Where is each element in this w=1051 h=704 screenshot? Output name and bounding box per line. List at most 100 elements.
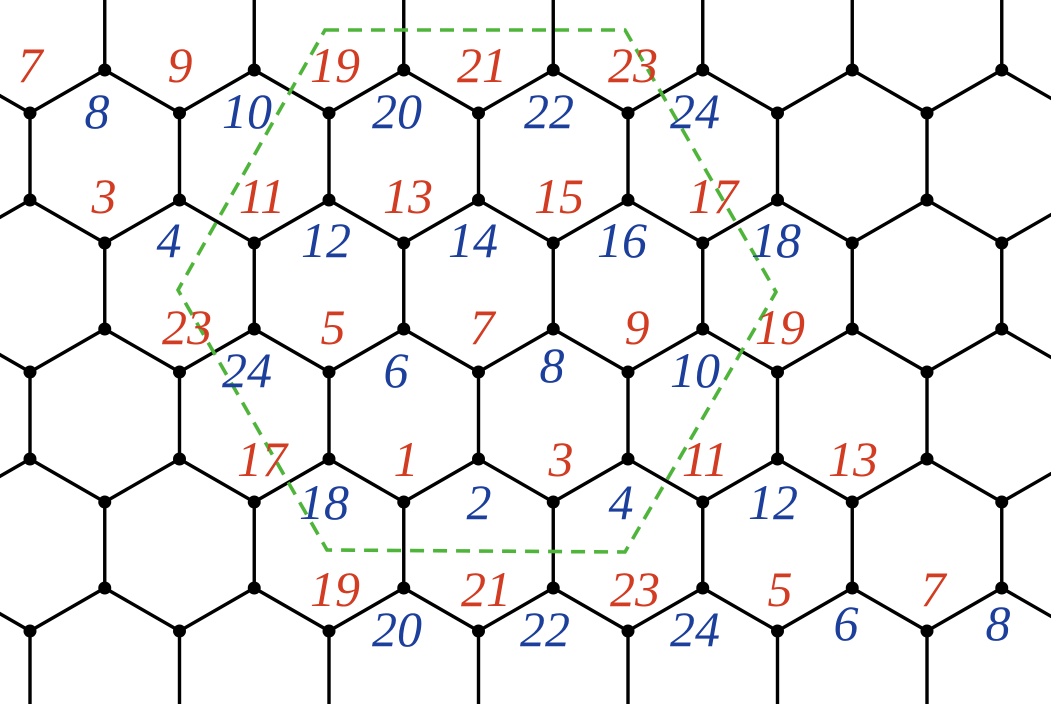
- site-label-a: 3: [91, 168, 117, 224]
- site-label-a: 19: [310, 561, 360, 617]
- lattice-edge: [402, 457, 481, 504]
- lattice-vertex: [621, 365, 635, 379]
- site-label-b: 10: [670, 342, 720, 398]
- lattice-edge: [327, 457, 406, 504]
- lattice-vertex: [696, 236, 710, 250]
- site-label-a: 23: [610, 561, 660, 617]
- lattice-vertex: [23, 365, 37, 379]
- lattice-vertex: [247, 236, 261, 250]
- site-label-b: 24: [222, 342, 272, 398]
- lattice-edge: [775, 198, 854, 245]
- lattice-vertex: [173, 193, 186, 207]
- lattice-edge: [925, 457, 1004, 504]
- lattice-vertex: [322, 624, 336, 638]
- lattice-edge: [850, 586, 929, 633]
- lattice-vertex: [247, 63, 261, 77]
- site-label-a: 1: [394, 431, 419, 487]
- lattice-edge: [252, 586, 331, 633]
- lattice-vertex: [995, 236, 1009, 250]
- lattice-vertex: [23, 452, 37, 466]
- lattice-vertex: [920, 106, 934, 120]
- lattice-edge: [252, 198, 331, 245]
- lattice-edge: [103, 457, 182, 504]
- site-label-a: 5: [321, 299, 346, 355]
- lattice-edge: [0, 457, 32, 479]
- lattice-vertex: [23, 624, 37, 638]
- lattice-edge: [28, 586, 107, 633]
- lattice-vertex: [546, 236, 560, 250]
- lattice-edge: [626, 457, 705, 504]
- lattice-edge: [177, 198, 256, 245]
- lattice-edge: [0, 352, 32, 374]
- lattice-vertex: [771, 106, 784, 120]
- lattice-vertex: [995, 581, 1009, 595]
- lattice-vertex: [771, 452, 784, 466]
- lattice-vertex: [397, 495, 411, 509]
- lattice-edge: [775, 68, 854, 115]
- lattice-edge: [626, 327, 705, 374]
- lattice-edge: [925, 327, 1004, 374]
- lattice-vertex: [472, 452, 485, 466]
- site-label-a: 9: [168, 37, 193, 93]
- lattice-edge: [103, 327, 182, 374]
- site-label-b: 4: [609, 474, 634, 530]
- lattice-edge: [252, 327, 331, 374]
- lattice-vertex: [920, 193, 934, 207]
- lattice-vertex: [621, 106, 635, 120]
- site-label-a: 21: [461, 561, 511, 617]
- lattice-vertex: [397, 63, 411, 77]
- lattice-vertex: [771, 624, 784, 638]
- site-label-b: 8: [540, 337, 565, 393]
- lattice-edge: [626, 68, 705, 115]
- site-label-b: 20: [372, 601, 422, 657]
- lattice-vertex: [472, 365, 485, 379]
- lattice-edge: [476, 586, 555, 633]
- site-label-a: 19: [310, 37, 360, 93]
- lattice-vertex: [621, 452, 635, 466]
- lattice-vertex: [771, 365, 784, 379]
- site-label-b: 24: [670, 601, 720, 657]
- site-label-b: 22: [520, 601, 570, 657]
- lattice-edge: [252, 457, 331, 504]
- lattice-vertex: [322, 365, 336, 379]
- lattice-edge: [103, 68, 182, 115]
- site-label-a: 11: [239, 168, 285, 224]
- site-label-a: 11: [682, 431, 728, 487]
- lattice-edge: [701, 198, 780, 245]
- lattice-edge: [28, 198, 107, 245]
- lattice-vertex: [845, 236, 859, 250]
- lattice-edge: [850, 327, 929, 374]
- lattice-edge: [0, 198, 32, 220]
- lattice-vertex: [696, 322, 710, 336]
- site-label-a: 23: [162, 299, 212, 355]
- lattice-vertex: [920, 452, 934, 466]
- lattice-edge: [402, 198, 481, 245]
- lattice-vertex: [621, 624, 635, 638]
- site-label-b: 4: [157, 212, 182, 268]
- lattice-edge: [1000, 471, 1051, 504]
- lattice-edge: [327, 327, 406, 374]
- lattice-edge: [1000, 327, 1051, 360]
- lattice-edge: [327, 586, 406, 633]
- lattice-edge: [1000, 586, 1051, 619]
- lattice-vertex: [397, 236, 411, 250]
- lattice-edge: [551, 198, 630, 245]
- lattice-vertex: [546, 581, 560, 595]
- lattice-vertex: [98, 63, 112, 77]
- lattice-edge: [0, 93, 32, 115]
- site-label-a: 7: [470, 299, 497, 355]
- lattice-vertices: [23, 63, 1009, 638]
- lattice-edge: [177, 457, 256, 504]
- lattice-edge: [476, 198, 555, 245]
- lattice-vertex: [546, 63, 560, 77]
- lattice-vertex: [696, 63, 710, 77]
- lattice-edge: [626, 198, 705, 245]
- lattice-edge: [103, 198, 182, 245]
- lattice-edge: [402, 68, 481, 115]
- lattice-edge: [476, 327, 555, 374]
- lattice-edge: [28, 68, 107, 115]
- site-label-b: 6: [834, 595, 859, 651]
- lattice-vertex: [472, 624, 485, 638]
- lattice-vertex: [845, 495, 859, 509]
